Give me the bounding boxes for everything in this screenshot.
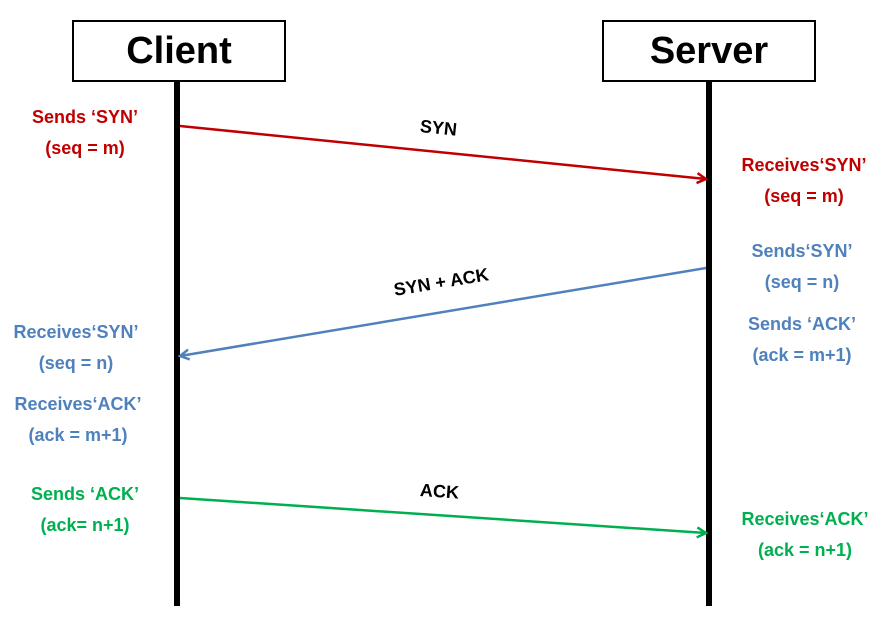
client-receives-syn-note: Receives‘SYN’ (seq = n) <box>13 322 139 373</box>
syn-message-label: SYN <box>419 116 458 140</box>
client-label: Client <box>126 29 232 72</box>
server-sends-syn-note: Sends‘SYN’ (seq = n) <box>751 241 853 292</box>
ack-arrow <box>179 496 706 533</box>
syn-ack-arrow <box>180 266 707 356</box>
client-receives-ack-note: Receives‘ACK’ (ack = m+1) <box>14 394 142 445</box>
server-receives-syn-note: Receives‘SYN’ (seq = m) <box>741 155 867 206</box>
server-receives-ack-note: Receives‘ACK’ (ack = n+1) <box>741 509 869 560</box>
server-sends-ack-note: Sends ‘ACK’ (ack = m+1) <box>747 314 857 365</box>
client-sends-ack-note: Sends ‘ACK’ (ack= n+1) <box>30 484 140 535</box>
ack-message-label: ACK <box>419 480 460 503</box>
client-box: Client <box>72 20 286 82</box>
syn-arrow <box>179 124 706 179</box>
client-sends-syn-note: Sends ‘SYN’ (seq = m) <box>31 107 139 158</box>
server-box: Server <box>602 20 816 82</box>
server-label: Server <box>649 29 769 72</box>
